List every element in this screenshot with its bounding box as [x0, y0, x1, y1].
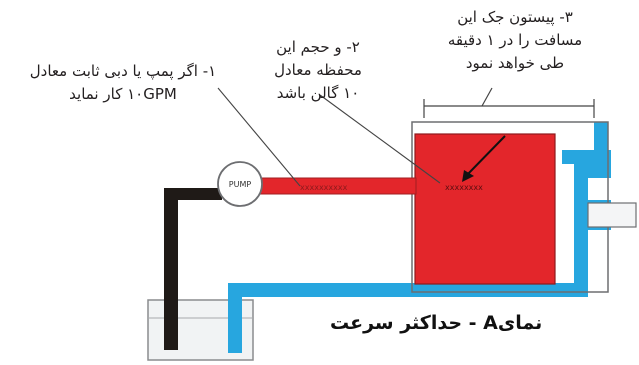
piston-rod: [587, 202, 637, 228]
pipe-text: xxxxxxxxxx: [300, 183, 348, 192]
note-1: ۱- اگر پمپ یا دبی ثابت معادل ۱۰GPM کار ن…: [29, 62, 217, 103]
leader-line-2: [319, 94, 441, 184]
pump: PUMP: [217, 161, 263, 207]
reservoir-text: xxxxxxxx: [445, 183, 483, 192]
arrow-icon: [462, 135, 506, 182]
diagram-caption: نمایA - حداکثر سرعت: [330, 312, 543, 334]
return-line: [228, 122, 611, 353]
note-2: ۲- و حجم این محفظه معادل ۱۰ گالن باشد: [274, 38, 362, 102]
suction-line: [164, 188, 222, 350]
leader-line-1: [217, 87, 301, 187]
dimension-line: [423, 87, 595, 118]
red-chamber: [414, 133, 556, 285]
note-3: ۳- پیستون جک این مسافت را در ۱ دقیقه طی …: [447, 8, 583, 72]
pump-label: PUMP: [229, 180, 252, 189]
